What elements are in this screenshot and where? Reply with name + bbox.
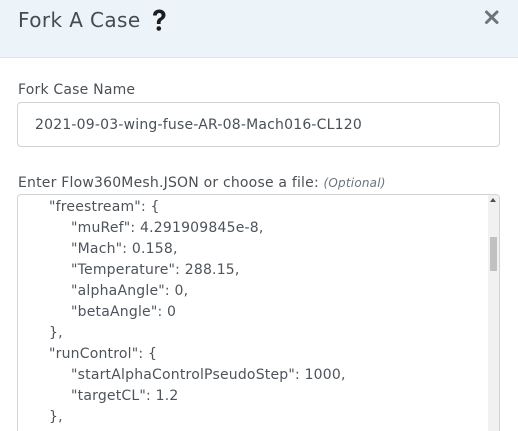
json-line: "alphaAngle": 0, — [71, 283, 189, 299]
modal-title-row: Fork A Case — [18, 8, 168, 32]
json-line: "runControl": { — [49, 346, 158, 362]
json-line: "Temperature": 288.15, — [71, 262, 240, 278]
json-line: "targetCL": 1.2 — [71, 388, 179, 404]
json-textarea[interactable]: "freestream": { "muRef": 4.291909845e-8,… — [17, 194, 500, 431]
json-line: }, — [49, 409, 63, 425]
json-line: "freestream": { — [49, 199, 160, 215]
optional-hint: (Optional) — [323, 176, 386, 190]
json-line: "betaAngle": 0 — [71, 304, 177, 320]
close-icon[interactable] — [484, 8, 500, 26]
scroll-thumb[interactable] — [490, 237, 497, 271]
modal-header: Fork A Case — [0, 0, 518, 58]
fork-case-name-input[interactable] — [17, 102, 500, 147]
json-line: "muRef": 4.291909845e-8, — [71, 220, 264, 236]
fork-case-name-label: Fork Case Name — [18, 82, 136, 98]
question-mark-icon[interactable] — [150, 8, 168, 32]
scroll-up-arrow-icon[interactable] — [490, 198, 496, 202]
modal-title: Fork A Case — [18, 8, 141, 32]
json-scrollbar[interactable] — [488, 195, 499, 431]
json-input-label: Enter Flow360Mesh.JSON or choose a file:… — [18, 175, 386, 191]
json-line: }, — [49, 325, 63, 341]
json-line: "Mach": 0.158, — [71, 241, 178, 257]
json-label-text: Enter Flow360Mesh.JSON or choose a file: — [18, 175, 319, 191]
json-line: "startAlphaControlPseudoStep": 1000, — [71, 367, 346, 383]
